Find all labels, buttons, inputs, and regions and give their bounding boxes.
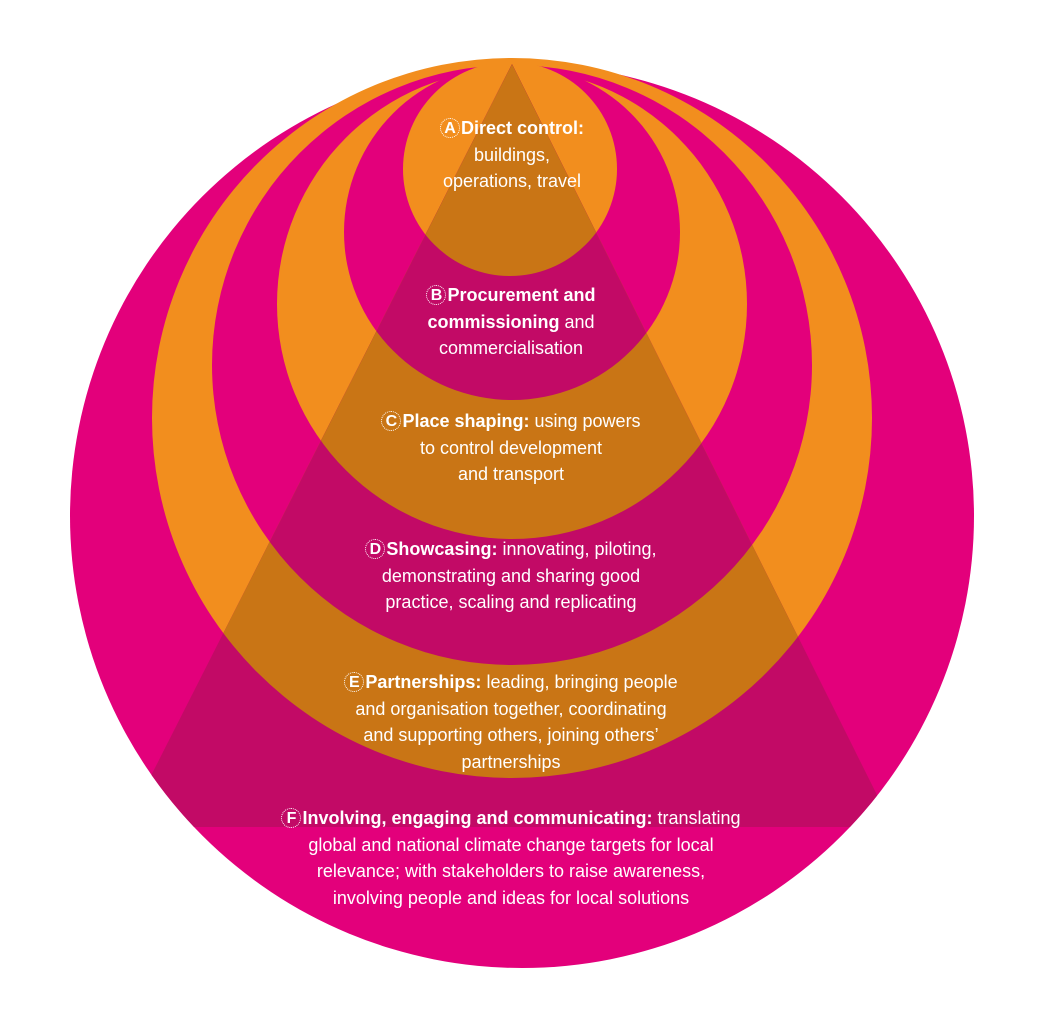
level-d-title: Showcasing: xyxy=(386,539,498,559)
level-a-text: buildings,operations, travel xyxy=(442,144,582,192)
level-c-marker: C xyxy=(381,411,402,431)
level-d-text: innovating, piloting,demonstrating and s… xyxy=(381,539,657,612)
level-b-marker: B xyxy=(426,285,447,305)
level-c-title: Place shaping: xyxy=(402,411,530,431)
level-f-marker: F xyxy=(281,808,302,828)
level-e-title: Partnerships: xyxy=(365,672,482,692)
level-a-title: Direct control: xyxy=(460,118,584,138)
level-f-title: Involving, engaging and communicating: xyxy=(302,808,653,828)
level-d-marker: D xyxy=(365,539,386,559)
level-e-marker: E xyxy=(344,672,365,692)
level-a-marker: A xyxy=(439,118,460,138)
